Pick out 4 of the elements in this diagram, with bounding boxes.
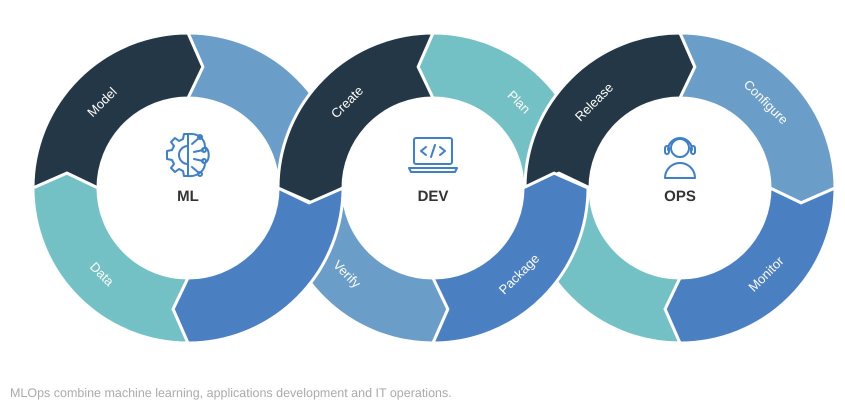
caption: MLOps combine machine learning, applications development and IT operations. (10, 386, 452, 400)
hub-label: ML (177, 188, 199, 205)
hub-label: DEV (418, 188, 448, 205)
hub-label: OPS (664, 188, 696, 205)
